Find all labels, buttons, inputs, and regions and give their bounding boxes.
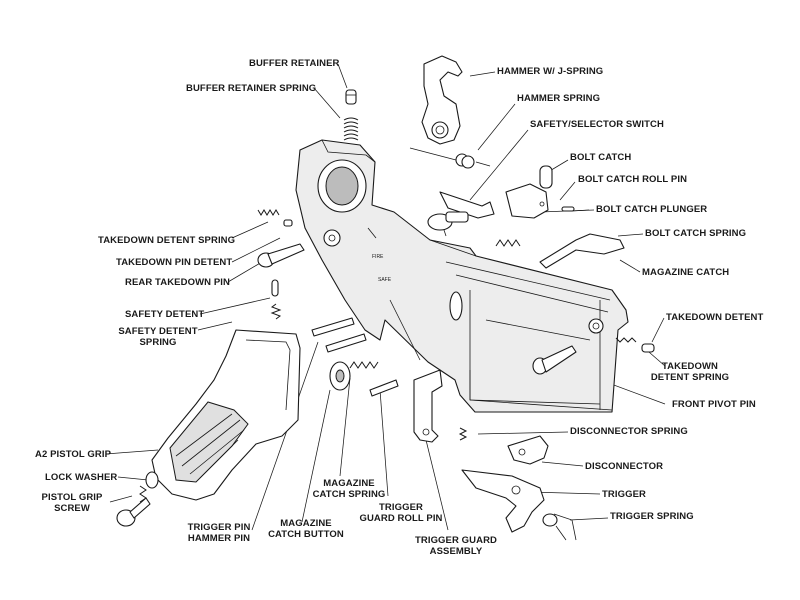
label-magazine-catch-button-line1: MAGAZINE [280,518,332,529]
label-magazine-catch-spring-line2: CATCH SPRING [312,489,386,500]
pistol-grip-part [151,329,301,501]
label-bolt-catch: BOLT CATCH [570,152,632,163]
bolt-catch-roll-pin-part [539,165,553,189]
label-takedown-detent-spring-right: TAKEDOWN DETENT SPRING [640,361,740,383]
trigger-spring-part [542,513,577,541]
takedown-detent-spring-part [257,209,293,227]
label-safety-selector-switch: SAFETY/SELECTOR SWITCH [530,119,664,130]
buffer-retainer-spring-part [343,117,359,141]
label-trigger-guard-assembly: TRIGGER GUARD ASSEMBLY [410,535,502,557]
label-buffer-retainer-spring: BUFFER RETAINER SPRING [186,83,317,94]
label-takedown-detent-spring-right-line1: TAKEDOWN [661,361,719,372]
magazine-catch-button-part [329,361,351,391]
label-magazine-catch-spring: MAGAZINE CATCH SPRING [306,478,392,500]
label-safety-detent-spring-line2: SPRING [139,337,177,348]
label-trigger-guard-assembly-line1: TRIGGER GUARD [414,535,498,546]
trigger-guard-roll-pin-part [369,379,399,397]
label-trigger-pin-line1: TRIGGER PIN [187,522,251,533]
label-disconnector-spring: DISCONNECTOR SPRING [570,426,688,437]
label-a2-pistol-grip: A2 PISTOL GRIP [35,449,112,460]
pistol-grip-screw-part [116,485,151,527]
label-takedown-pin-detent: TAKEDOWN PIN DETENT [116,257,233,268]
label-pistol-grip-screw-line1: PISTOL GRIP [41,492,103,503]
label-safety-detent-spring: SAFETY DETENT SPRING [118,326,198,348]
lock-washer-part [145,471,159,489]
label-trigger-guard-roll-pin-line2: GUARD ROLL PIN [359,513,443,524]
label-trigger-guard-assembly-line2: ASSEMBLY [429,546,483,557]
disconnector-spring-part [458,427,468,441]
trigger-pin-part [311,317,367,353]
label-pistol-grip-screw-line2: SCREW [54,503,90,514]
bolt-catch-part [505,183,549,219]
label-buffer-retainer: BUFFER RETAINER [249,58,340,69]
label-safety-detent-spring-line1: SAFETY DETENT [118,326,198,337]
hammer-spring-part [455,153,491,169]
label-bolt-catch-roll-pin: BOLT CATCH ROLL PIN [578,174,688,185]
label-bolt-catch-spring: BOLT CATCH SPRING [645,228,747,239]
rear-takedown-pin-part [257,243,305,268]
label-takedown-detent-spring-right-line2: DETENT SPRING [650,372,730,383]
disconnector-part [507,435,549,465]
buffer-retainer-part [345,89,357,105]
label-trigger-pin-hammer-pin: TRIGGER PIN HAMMER PIN [186,522,252,544]
label-safety-detent: SAFETY DETENT [125,309,205,320]
label-hammer-spring: HAMMER SPRING [517,93,601,104]
label-takedown-detent: TAKEDOWN DETENT [666,312,764,323]
label-trigger-spring: TRIGGER SPRING [610,511,694,522]
label-bolt-catch-plunger: BOLT CATCH PLUNGER [596,204,708,215]
safety-detent-spring-part [270,303,282,320]
trigger-guard-assembly-part [413,369,443,443]
bolt-catch-plunger-part [561,206,575,212]
label-lock-washer: LOCK WASHER [45,472,118,483]
safety-detent-part [271,279,279,297]
label-magazine-catch-button: MAGAZINE CATCH BUTTON [266,518,346,540]
label-takedown-detent-spring: TAKEDOWN DETENT SPRING [98,235,236,246]
label-magazine-catch: MAGAZINE CATCH [642,267,730,278]
label-magazine-catch-spring-line1: MAGAZINE [323,478,375,489]
leader-lines [105,63,666,531]
magazine-catch-spring-part [349,361,379,369]
lower-receiver: FIRE SAFE [295,139,629,413]
takedown-detent-spring-right-part [615,337,637,343]
label-trigger-guard-roll-pin-line1: TRIGGER [379,502,423,513]
label-disconnector: DISCONNECTOR [585,461,664,472]
takedown-detent-right-part [641,343,655,353]
label-pistol-grip-screw: PISTOL GRIP SCREW [35,492,109,514]
label-front-pivot-pin: FRONT PIVOT PIN [672,399,756,410]
label-trigger-guard-roll-pin: TRIGGER GUARD ROLL PIN [356,502,446,524]
label-rear-takedown-pin: REAR TAKEDOWN PIN [125,277,230,288]
safe-engraving: SAFE [378,277,392,283]
magazine-catch-part [539,233,625,269]
safety-selector-part [427,191,495,231]
label-trigger-pin-line2: HAMMER PIN [187,533,251,544]
front-pivot-pin-part [532,345,577,375]
trigger-part [461,469,545,533]
hammer-part [409,55,473,165]
label-magazine-catch-button-line2: CATCH BUTTON [268,529,344,540]
fire-engraving: FIRE [372,254,384,260]
label-trigger: TRIGGER [602,489,646,500]
label-hammer-j-spring: HAMMER W/ J-SPRING [497,66,604,77]
bolt-catch-spring-part [495,239,521,247]
